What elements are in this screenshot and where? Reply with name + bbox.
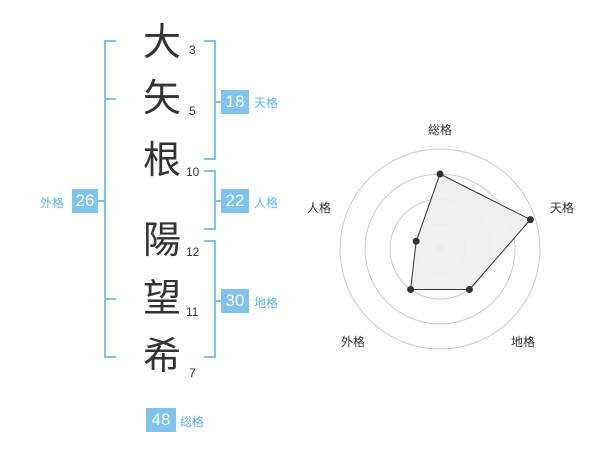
gaikaku-bracket-spine: [104, 40, 106, 358]
chikaku-bracket-connector: [214, 300, 222, 302]
radar-point-1: [436, 170, 444, 178]
tenkaku-label: 天格: [254, 96, 279, 110]
stroke-count-3: 10: [186, 165, 200, 179]
radar-points: [407, 170, 534, 293]
jinkaku-bracket-top: [204, 170, 216, 172]
radar-polygon: [410, 173, 532, 290]
radar-label-tenkaku: 天格: [550, 201, 575, 215]
gaikaku-bracket-tick-1: [104, 98, 116, 100]
radar-point-3: [465, 286, 473, 293]
stroke-count-6: 7: [189, 366, 196, 380]
name-char-4: 陽: [142, 218, 181, 262]
jinkaku-label: 人格: [254, 196, 279, 210]
gaikaku-bracket-top: [104, 40, 116, 42]
chikaku-label: 地格: [254, 296, 279, 310]
stroke-count-4: 12: [186, 245, 200, 259]
name-char-1: 大: [142, 20, 181, 64]
stroke-count-5: 11: [186, 305, 199, 319]
tenkaku-bracket-bottom: [204, 158, 216, 160]
gaikaku-bracket-connector: [96, 200, 104, 202]
tenkaku-bracket-spine: [214, 40, 216, 160]
radar-point-4: [407, 286, 415, 293]
tenkaku-bracket-top: [204, 40, 216, 42]
radar-label-soukaku: 総格: [428, 123, 453, 137]
gaikaku-bracket-tick-2: [104, 298, 116, 300]
name-char-2: 矢: [142, 76, 181, 120]
chikaku-score: 30: [221, 289, 249, 313]
tenkaku-score: 18: [221, 90, 249, 114]
stroke-count-1: 3: [189, 43, 196, 57]
radar-point-5: [412, 237, 420, 245]
chikaku-bracket-bottom: [204, 356, 216, 358]
jinkaku-bracket-bottom: [204, 228, 216, 230]
gaikaku-bracket-bottom: [104, 356, 116, 358]
stroke-count-2: 5: [189, 104, 196, 118]
jinkaku-bracket-connector: [214, 200, 222, 202]
name-char-5: 望: [142, 276, 181, 320]
gaikaku-score: 26: [72, 189, 98, 213]
radar-ring-4: [339, 148, 541, 350]
name-char-6: 希: [142, 334, 181, 378]
radar-label-gaikaku: 外格: [341, 335, 366, 349]
radar-label-chikaku: 地格: [511, 335, 536, 349]
jinkaku-score: 22: [221, 189, 249, 213]
gaikaku-label: 外格: [40, 196, 65, 210]
soukaku-label: 総格: [180, 415, 205, 429]
soukaku-score: 48: [146, 408, 176, 432]
chikaku-bracket-spine: [214, 240, 216, 358]
tenkaku-bracket-connector: [214, 101, 222, 103]
chikaku-bracket-top: [204, 240, 216, 242]
radar-point-2: [526, 216, 534, 224]
radar-label-jinkaku: 人格: [307, 201, 332, 215]
name-char-3: 根: [142, 138, 181, 182]
